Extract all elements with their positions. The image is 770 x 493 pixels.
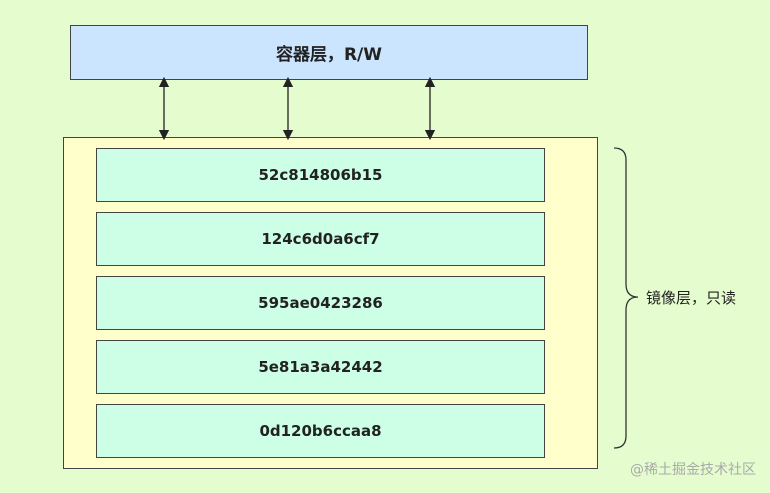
image-layer: 595ae0423286 [96, 276, 545, 330]
image-layers-label: 镜像层，只读 [646, 289, 737, 307]
image-layer-id: 52c814806b15 [258, 166, 383, 184]
image-layer-id: 595ae0423286 [258, 294, 383, 312]
container-layer: 容器层，R/W [70, 25, 588, 80]
image-layer: 124c6d0a6cf7 [96, 212, 545, 266]
image-layer-id: 124c6d0a6cf7 [261, 230, 380, 248]
image-layer: 0d120b6ccaa8 [96, 404, 545, 458]
image-layer-id: 5e81a3a42442 [258, 358, 383, 376]
image-layer: 52c814806b15 [96, 148, 545, 202]
curly-brace [613, 147, 639, 449]
watermark: @稀土掘金技术社区 [630, 462, 756, 478]
image-layer-id: 0d120b6ccaa8 [259, 422, 382, 440]
image-layer: 5e81a3a42442 [96, 340, 545, 394]
container-layer-label: 容器层，R/W [275, 45, 383, 65]
